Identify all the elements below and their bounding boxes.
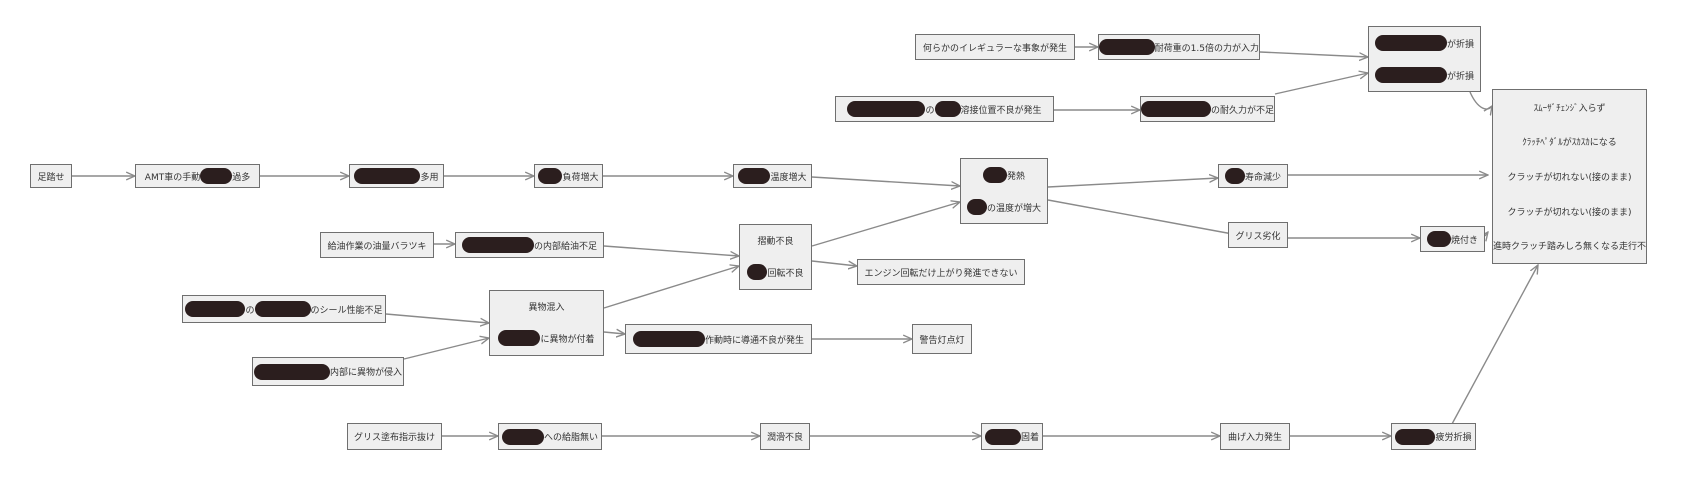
node-ibutsu: 異物混入 に異物が付着	[489, 290, 604, 356]
node-naibu-kyuyu: の内部給油不足	[455, 232, 604, 258]
node-amt-shudou: AMT車の手動 過多	[135, 164, 260, 188]
node-junkatsu-furyou: 潤滑不良	[760, 423, 810, 450]
node-label: の内部給油不足	[533, 241, 597, 252]
node-result-symptoms: ｽﾑｰｻﾞﾁｪﾝｼﾞ入らず ｸﾗｯﾁﾍﾟﾀﾞﾙがｽｶｽｶになる クラッチが切れな…	[1492, 89, 1647, 264]
node-label: のシール性能不足	[310, 305, 383, 316]
result-line: クラッチが切れない(接のまま)	[1507, 207, 1632, 218]
node-label: に異物が付着	[540, 334, 595, 345]
node-label: 発熱	[1006, 171, 1025, 182]
node-label: 溶接位置不良が発生	[960, 105, 1042, 116]
node-label: 焼付き	[1450, 235, 1478, 246]
node-sadou-doutsuu: 作動時に導通不良が発生	[625, 324, 812, 354]
node-shudou-furyou: 摺動不良 回転不良	[739, 224, 812, 290]
node-label: 過多	[232, 172, 251, 183]
node-label: 内部に異物が侵入	[329, 368, 402, 378]
node-label: 足踏せ	[37, 172, 65, 183]
node-jumyou-genshou: 寿命減少	[1218, 164, 1288, 188]
node-label: 異物混入	[528, 302, 565, 313]
node-label: 負荷増大	[562, 172, 599, 183]
node-naibu-shinnyu: 内部に異物が侵入	[252, 357, 404, 386]
node-kochaku: 固着	[981, 423, 1043, 450]
node-label: の耐久力が不足	[1210, 105, 1274, 116]
node-label: の	[245, 305, 255, 316]
node-label: 疲労折損	[1435, 433, 1472, 443]
result-line: ｸﾗｯﾁﾍﾟﾀﾞﾙがｽｶｽｶになる	[1522, 138, 1617, 149]
node-label: が折損	[1446, 71, 1474, 82]
node-grease-tofu: グリス塗布指示抜け	[347, 423, 442, 450]
node-label: の	[925, 105, 935, 116]
node-label: 何らかのイレギュラーな事象が発生	[922, 43, 1067, 54]
node-label: が折損	[1446, 39, 1474, 50]
node-ashibumi: 足踏せ	[30, 164, 72, 188]
node-label: 給油作業の油量バラツキ	[327, 241, 427, 252]
node-label: 曲げ入力発生	[1227, 433, 1282, 443]
node-keikokutou: 警告灯点灯	[912, 324, 972, 354]
node-kyushi-nai: への給脂無い	[498, 423, 602, 450]
node-taikajuu: 耐荷重の1.5倍の力が入力	[1098, 34, 1260, 60]
node-yousetsu-ichi: の 溶接位置不良が発生	[835, 96, 1054, 122]
node-label: 警告灯点灯	[919, 335, 965, 346]
node-tamoyou: 多用	[349, 164, 444, 188]
node-label: への給脂無い	[543, 433, 598, 443]
node-label: 潤滑不良	[766, 433, 803, 443]
result-line: クラッチが切れない(接のまま)	[1507, 172, 1632, 183]
node-label: 温度増大	[770, 172, 807, 183]
node-hirou-sonshou: 疲労折損	[1391, 423, 1476, 450]
node-label: 作動時に導通不良が発生	[704, 335, 804, 346]
node-label: AMT車の手動	[144, 172, 201, 183]
node-ondo-zoudai: 温度増大	[733, 164, 812, 188]
node-label: の温度が増大	[986, 203, 1041, 214]
node-taikyuu-fusoku: の耐久力が不足	[1140, 96, 1275, 122]
node-sonshou: が折損 が折損	[1368, 26, 1481, 92]
node-label: エンジン回転だけ上がり発進できない	[864, 268, 1018, 279]
node-kyuyu-barastuki: 給油作業の油量バラツキ	[320, 232, 434, 258]
result-line: 発進時クラッチ踏みしろ無くなる走行不能	[1492, 242, 1647, 253]
node-label: 耐荷重の1.5倍の力が入力	[1154, 43, 1259, 54]
node-label: 固着	[1020, 433, 1039, 443]
node-mage-nyuryoku: 曲げ入力発生	[1220, 423, 1290, 450]
result-line: ｽﾑｰｻﾞﾁｪﾝｼﾞ入らず	[1533, 103, 1606, 114]
node-label: 回転不良	[767, 268, 804, 279]
node-label: グリス塗布指示抜け	[353, 433, 435, 443]
node-grease-rekka: グリス劣化	[1228, 222, 1288, 248]
node-seal-seinou: の のシール性能不足	[182, 295, 386, 323]
node-yakitsuki: 焼付き	[1420, 226, 1485, 252]
node-label: グリス劣化	[1235, 231, 1281, 242]
node-hatsunetsu: 発熱 の温度が増大	[960, 158, 1048, 224]
node-label: 摺動不良	[757, 236, 794, 247]
node-fuka-zoudai: 負荷増大	[534, 164, 603, 188]
node-engine-kaiten: エンジン回転だけ上がり発進できない	[857, 259, 1025, 285]
node-label: 寿命減少	[1244, 172, 1281, 183]
node-label: 多用	[420, 172, 439, 183]
node-irregular: 何らかのイレギュラーな事象が発生	[915, 34, 1075, 60]
